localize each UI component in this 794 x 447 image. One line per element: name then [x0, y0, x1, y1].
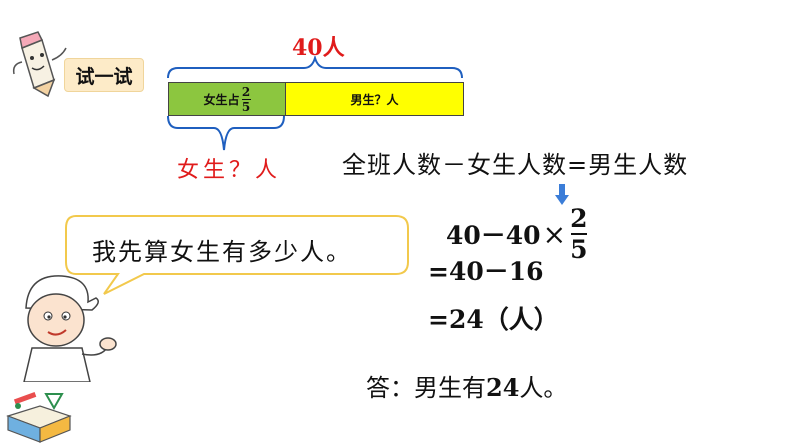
- calc-line-1-left: 40－40: [446, 221, 541, 250]
- girls-fraction: 2 5: [241, 84, 251, 114]
- bubble-text: 我先算女生有多少人。: [92, 238, 352, 266]
- multiply-sign: ×: [542, 217, 567, 251]
- calc-fraction-numerator: 2: [570, 204, 588, 233]
- boys-segment-label: 男生？人: [350, 92, 399, 107]
- calc-line-3: =24（人）: [428, 305, 559, 334]
- total-label: 40人: [292, 35, 345, 61]
- speech-bubble: [65, 215, 409, 295]
- section-title: 试一试: [64, 58, 144, 92]
- pencil-mascot-icon: [12, 31, 67, 98]
- bottom-brace: [167, 115, 285, 151]
- boy-character-icon: [23, 275, 117, 382]
- section-badge: [0, 30, 142, 100]
- answer-value: 24: [486, 373, 520, 402]
- answer-sentence: 答：男生有24人。: [366, 368, 567, 403]
- girls-question-label: 女生？人: [177, 158, 282, 183]
- calc-line-2: =40－16: [428, 257, 544, 286]
- fraction-denominator: 5: [241, 99, 251, 114]
- girls-segment-label: 女生占: [203, 92, 240, 107]
- word-equation: 全班人数－女生人数=男生人数: [342, 151, 689, 179]
- arrow-down-icon: [555, 184, 569, 205]
- boys-segment: 男生？人: [286, 83, 463, 115]
- answer-suffix: 人。: [519, 374, 568, 402]
- answer-prefix: 答：男生有: [366, 374, 486, 402]
- calc-line-1: 40－40 × 2 5: [446, 206, 587, 262]
- top-brace: [167, 56, 463, 79]
- calc-fraction: 2 5: [570, 206, 587, 262]
- segment-bar: 女生占 2 5 男生？人: [168, 82, 464, 116]
- calc-fraction-denominator: 5: [570, 235, 588, 264]
- book-stationery-icon: [6, 392, 72, 443]
- fraction-numerator: 2: [241, 84, 251, 99]
- girls-segment: 女生占 2 5: [169, 83, 286, 115]
